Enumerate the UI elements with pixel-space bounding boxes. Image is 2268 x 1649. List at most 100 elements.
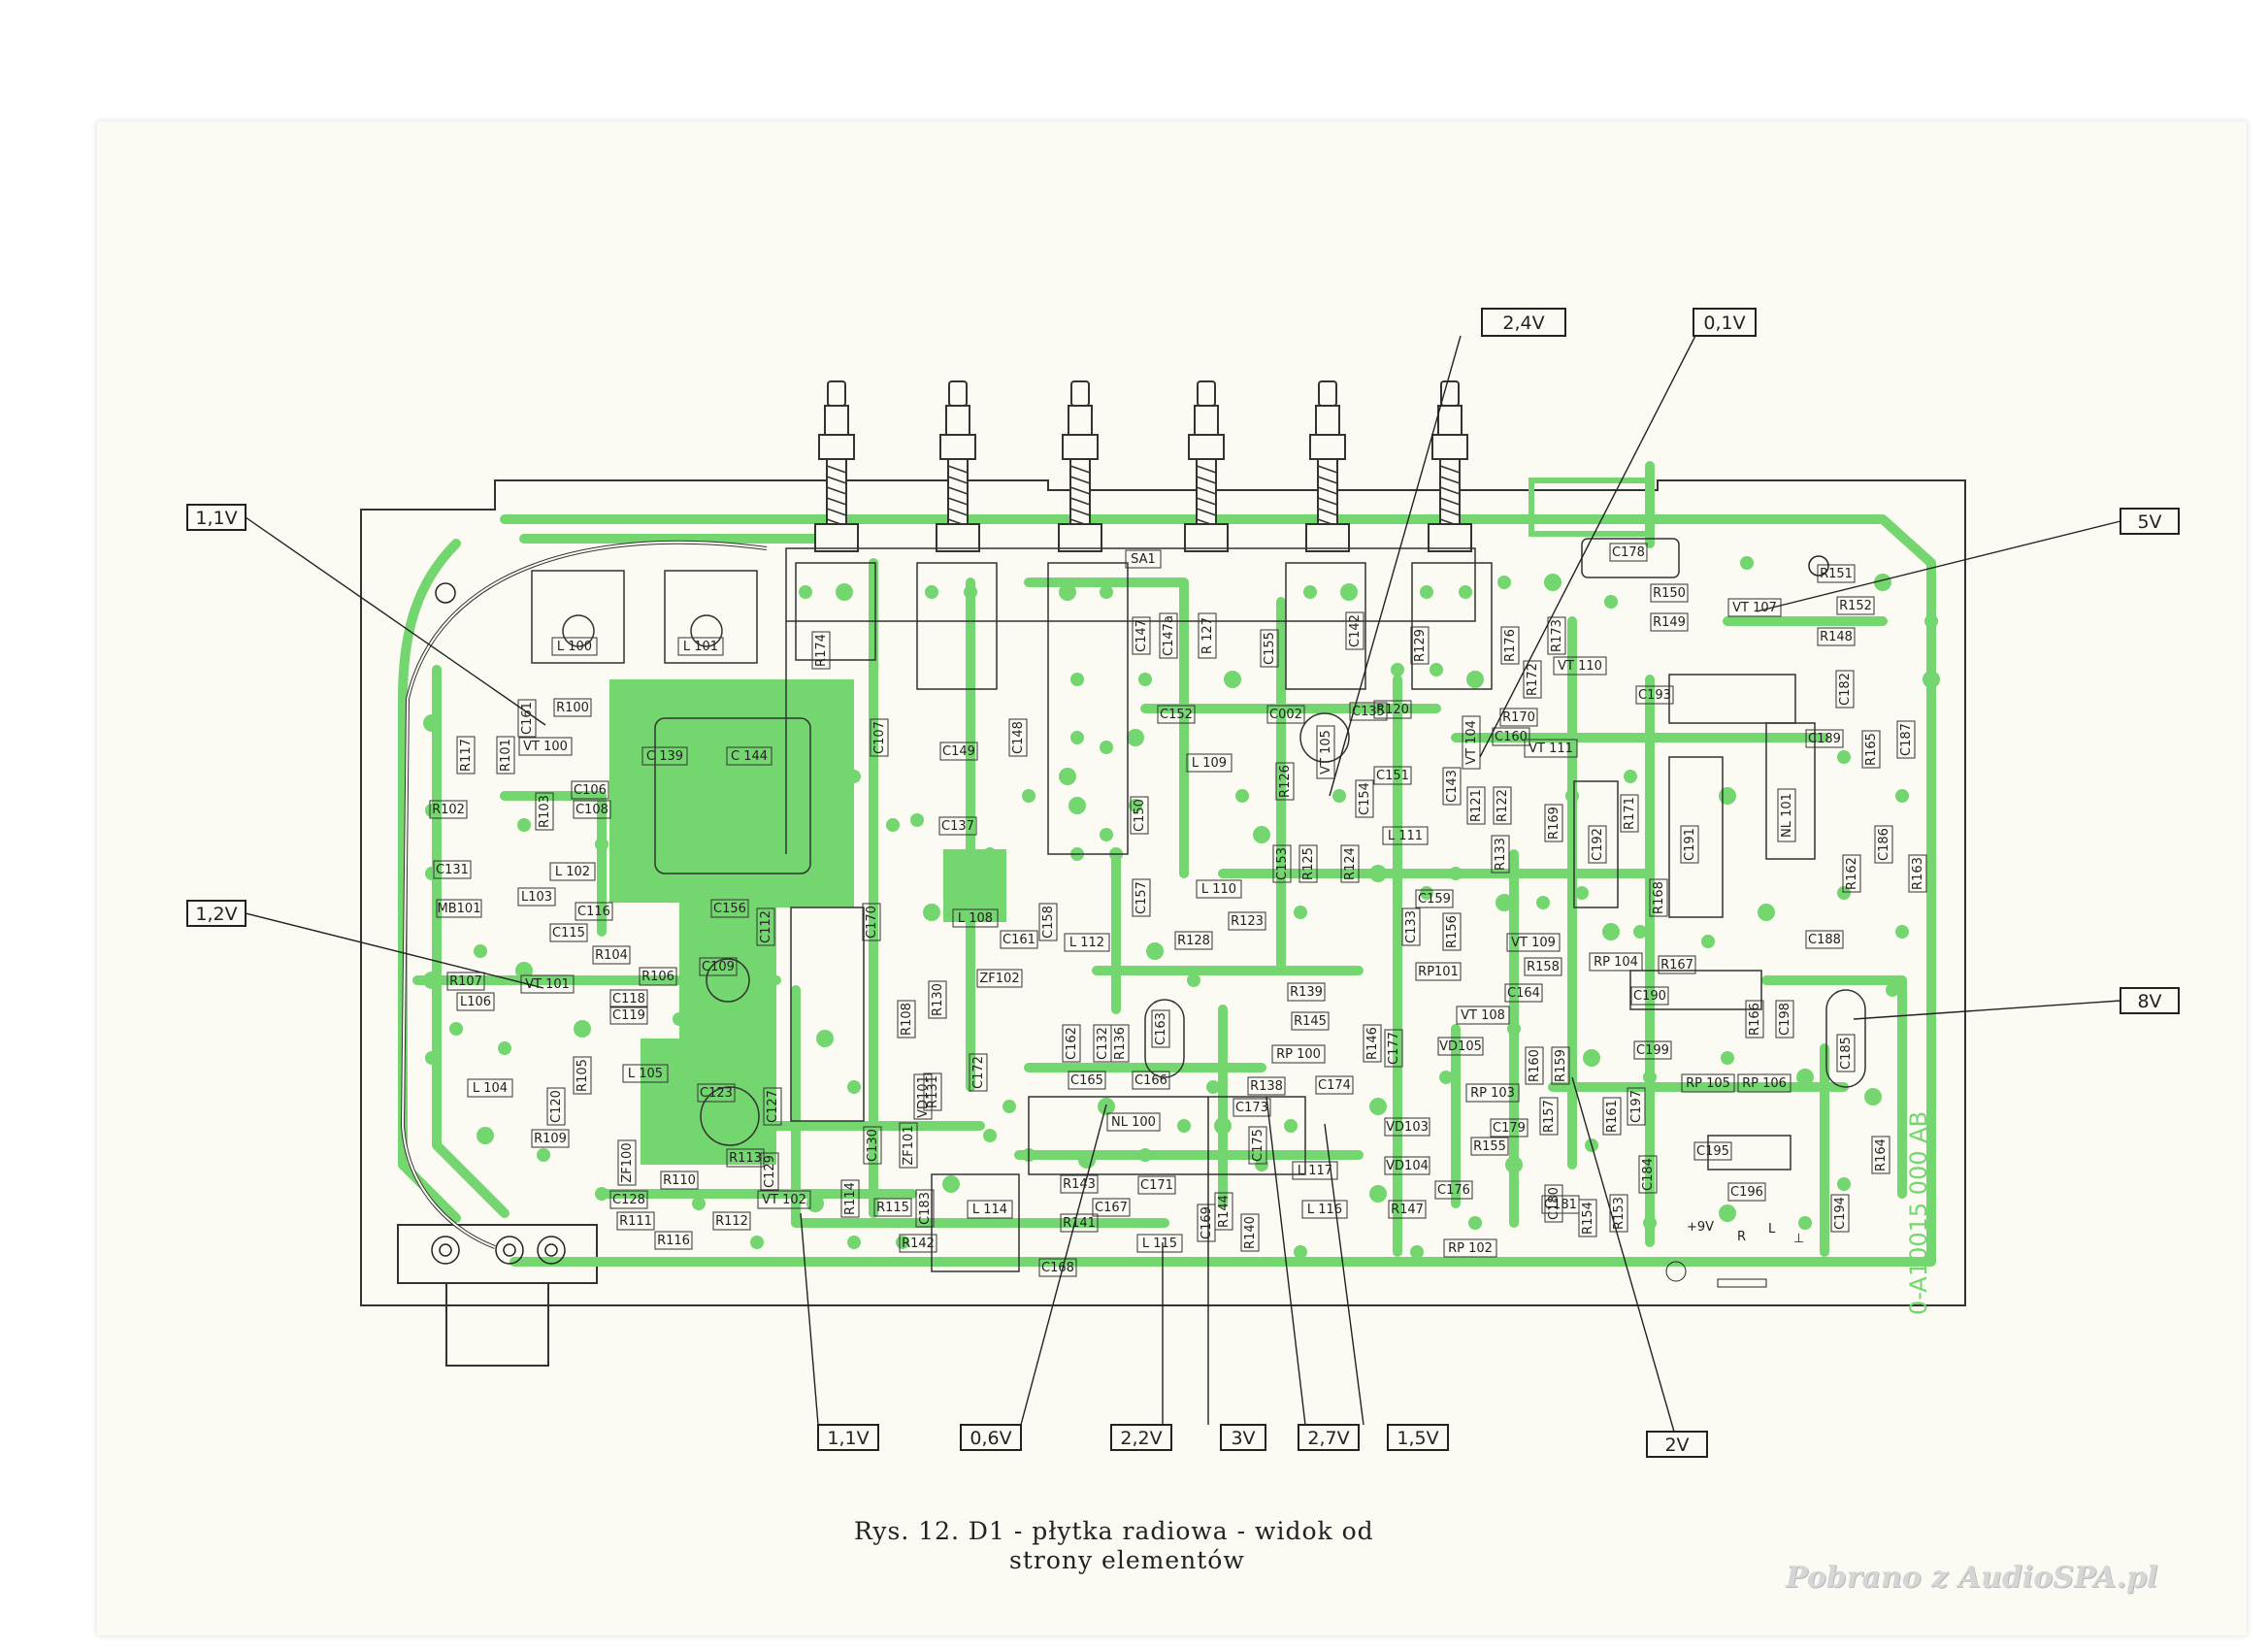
component-label-r171: R171 [1623, 797, 1637, 830]
component-body [609, 1190, 648, 1209]
component-label-c198: C198 [1778, 1003, 1792, 1036]
voltage-callout-left-1-1v: 1,1V [186, 504, 247, 531]
pin-ground-label: ⊥ [1793, 1232, 1804, 1246]
component-body [571, 780, 609, 800]
component-body [1456, 1006, 1510, 1025]
component-label-c181: C181 [1544, 1198, 1577, 1212]
component-label-c158: C158 [1041, 906, 1056, 939]
voltage-callout-top-0-1v: 0,1V [1693, 308, 1757, 337]
component-body [1492, 727, 1530, 746]
component-body [1627, 1087, 1646, 1126]
component-body [1633, 1040, 1672, 1060]
solder-pad [1497, 576, 1511, 589]
component-label-c137: C137 [941, 819, 974, 834]
solder-pad [1224, 671, 1241, 688]
component-label-c163: C163 [1154, 1012, 1168, 1045]
leader-line [245, 912, 544, 989]
component-body [1523, 660, 1542, 699]
component-label-c112: C112 [759, 910, 773, 943]
component-label-c149: C149 [942, 744, 975, 759]
component-body [1470, 1137, 1509, 1156]
component-body [1578, 1199, 1597, 1237]
component-label-r110: R110 [663, 1173, 696, 1188]
component-body [1291, 1011, 1330, 1031]
component-label-c174: C174 [1318, 1078, 1351, 1093]
component-body [575, 902, 613, 921]
component-label-r146: R146 [1365, 1027, 1380, 1060]
component-label-c191: C191 [1683, 828, 1697, 861]
component-body [1415, 889, 1454, 908]
component-label-r102: R102 [432, 803, 465, 817]
component-body [1588, 825, 1607, 864]
component-body [1544, 804, 1563, 842]
solder-pad [595, 838, 608, 851]
component-label-c002: C002 [1269, 708, 1302, 722]
component-label-r115: R115 [876, 1201, 909, 1215]
component-body [609, 1006, 648, 1025]
solder-pad [1255, 1158, 1268, 1171]
voltage-value: 2V [1664, 1435, 1689, 1456]
solder-pad [760, 1061, 773, 1074]
solder-pad [425, 804, 439, 817]
component-label-r133: R133 [1494, 838, 1508, 871]
component-body [1271, 1044, 1326, 1064]
component-label-c133: C133 [1404, 910, 1419, 943]
component-body [1836, 596, 1875, 615]
component-label-c153: C153 [1275, 847, 1290, 880]
component-body [862, 903, 881, 941]
component-body [1247, 1076, 1286, 1096]
component-label-c109: C109 [702, 960, 735, 974]
component-body [1638, 1155, 1658, 1194]
solder-pad [1923, 671, 1940, 688]
component-label-c192: C192 [1591, 828, 1605, 861]
component-label-sa1: SA1 [1131, 552, 1156, 567]
component-body [712, 1211, 751, 1231]
solder-pad [1100, 741, 1113, 754]
component-label-r113: R113 [729, 1151, 762, 1166]
component-label-c167: C167 [1095, 1201, 1128, 1215]
solder-pad [1022, 789, 1035, 803]
voltage-value: 1,5V [1397, 1428, 1438, 1449]
component-body [952, 908, 999, 928]
component-label-r168: R168 [1652, 881, 1666, 914]
component-label-rp105: RP 105 [1686, 1076, 1730, 1091]
component-label-r103: R103 [538, 795, 552, 828]
component-body [1620, 794, 1639, 833]
solder-pad [1864, 1088, 1882, 1105]
component-body [1355, 779, 1374, 818]
component-body [1410, 626, 1430, 665]
component-body [1068, 1071, 1106, 1090]
solder-pad [1633, 925, 1647, 939]
component-body [1544, 1184, 1563, 1223]
component-label-c189: C189 [1808, 732, 1841, 746]
voltage-value: 3V [1231, 1428, 1255, 1449]
component-body [1727, 598, 1782, 617]
component-label-c123: C123 [700, 1086, 733, 1101]
component-body [699, 957, 738, 976]
component-label-zf102: ZF102 [979, 972, 1019, 986]
solder-pad [1895, 925, 1909, 939]
component-body [1547, 616, 1566, 655]
pin-9v-label: +9V [1687, 1220, 1714, 1235]
voltage-value: 8V [2137, 991, 2161, 1012]
component-label-c162: C162 [1065, 1027, 1079, 1060]
component-label-c131: C131 [436, 863, 469, 877]
component-label-r156: R156 [1445, 915, 1460, 948]
solder-pad [1369, 1185, 1387, 1203]
solder-pad [983, 1129, 997, 1142]
component-body [517, 887, 556, 907]
component-body [660, 1171, 699, 1190]
component-body [763, 1087, 782, 1126]
component-label-r105: R105 [575, 1059, 590, 1092]
component-body [553, 698, 592, 717]
component-label-r155: R155 [1473, 1139, 1506, 1154]
component-label-vt100: VT 100 [523, 740, 568, 754]
component-body [496, 736, 515, 775]
component-label-r159: R159 [1554, 1049, 1568, 1082]
component-label-r124: R124 [1343, 847, 1358, 880]
solder-pad [1332, 789, 1346, 803]
component-body [616, 1211, 655, 1231]
component-body [1805, 729, 1844, 748]
component-body [520, 974, 575, 994]
solder-pad [1837, 886, 1851, 900]
